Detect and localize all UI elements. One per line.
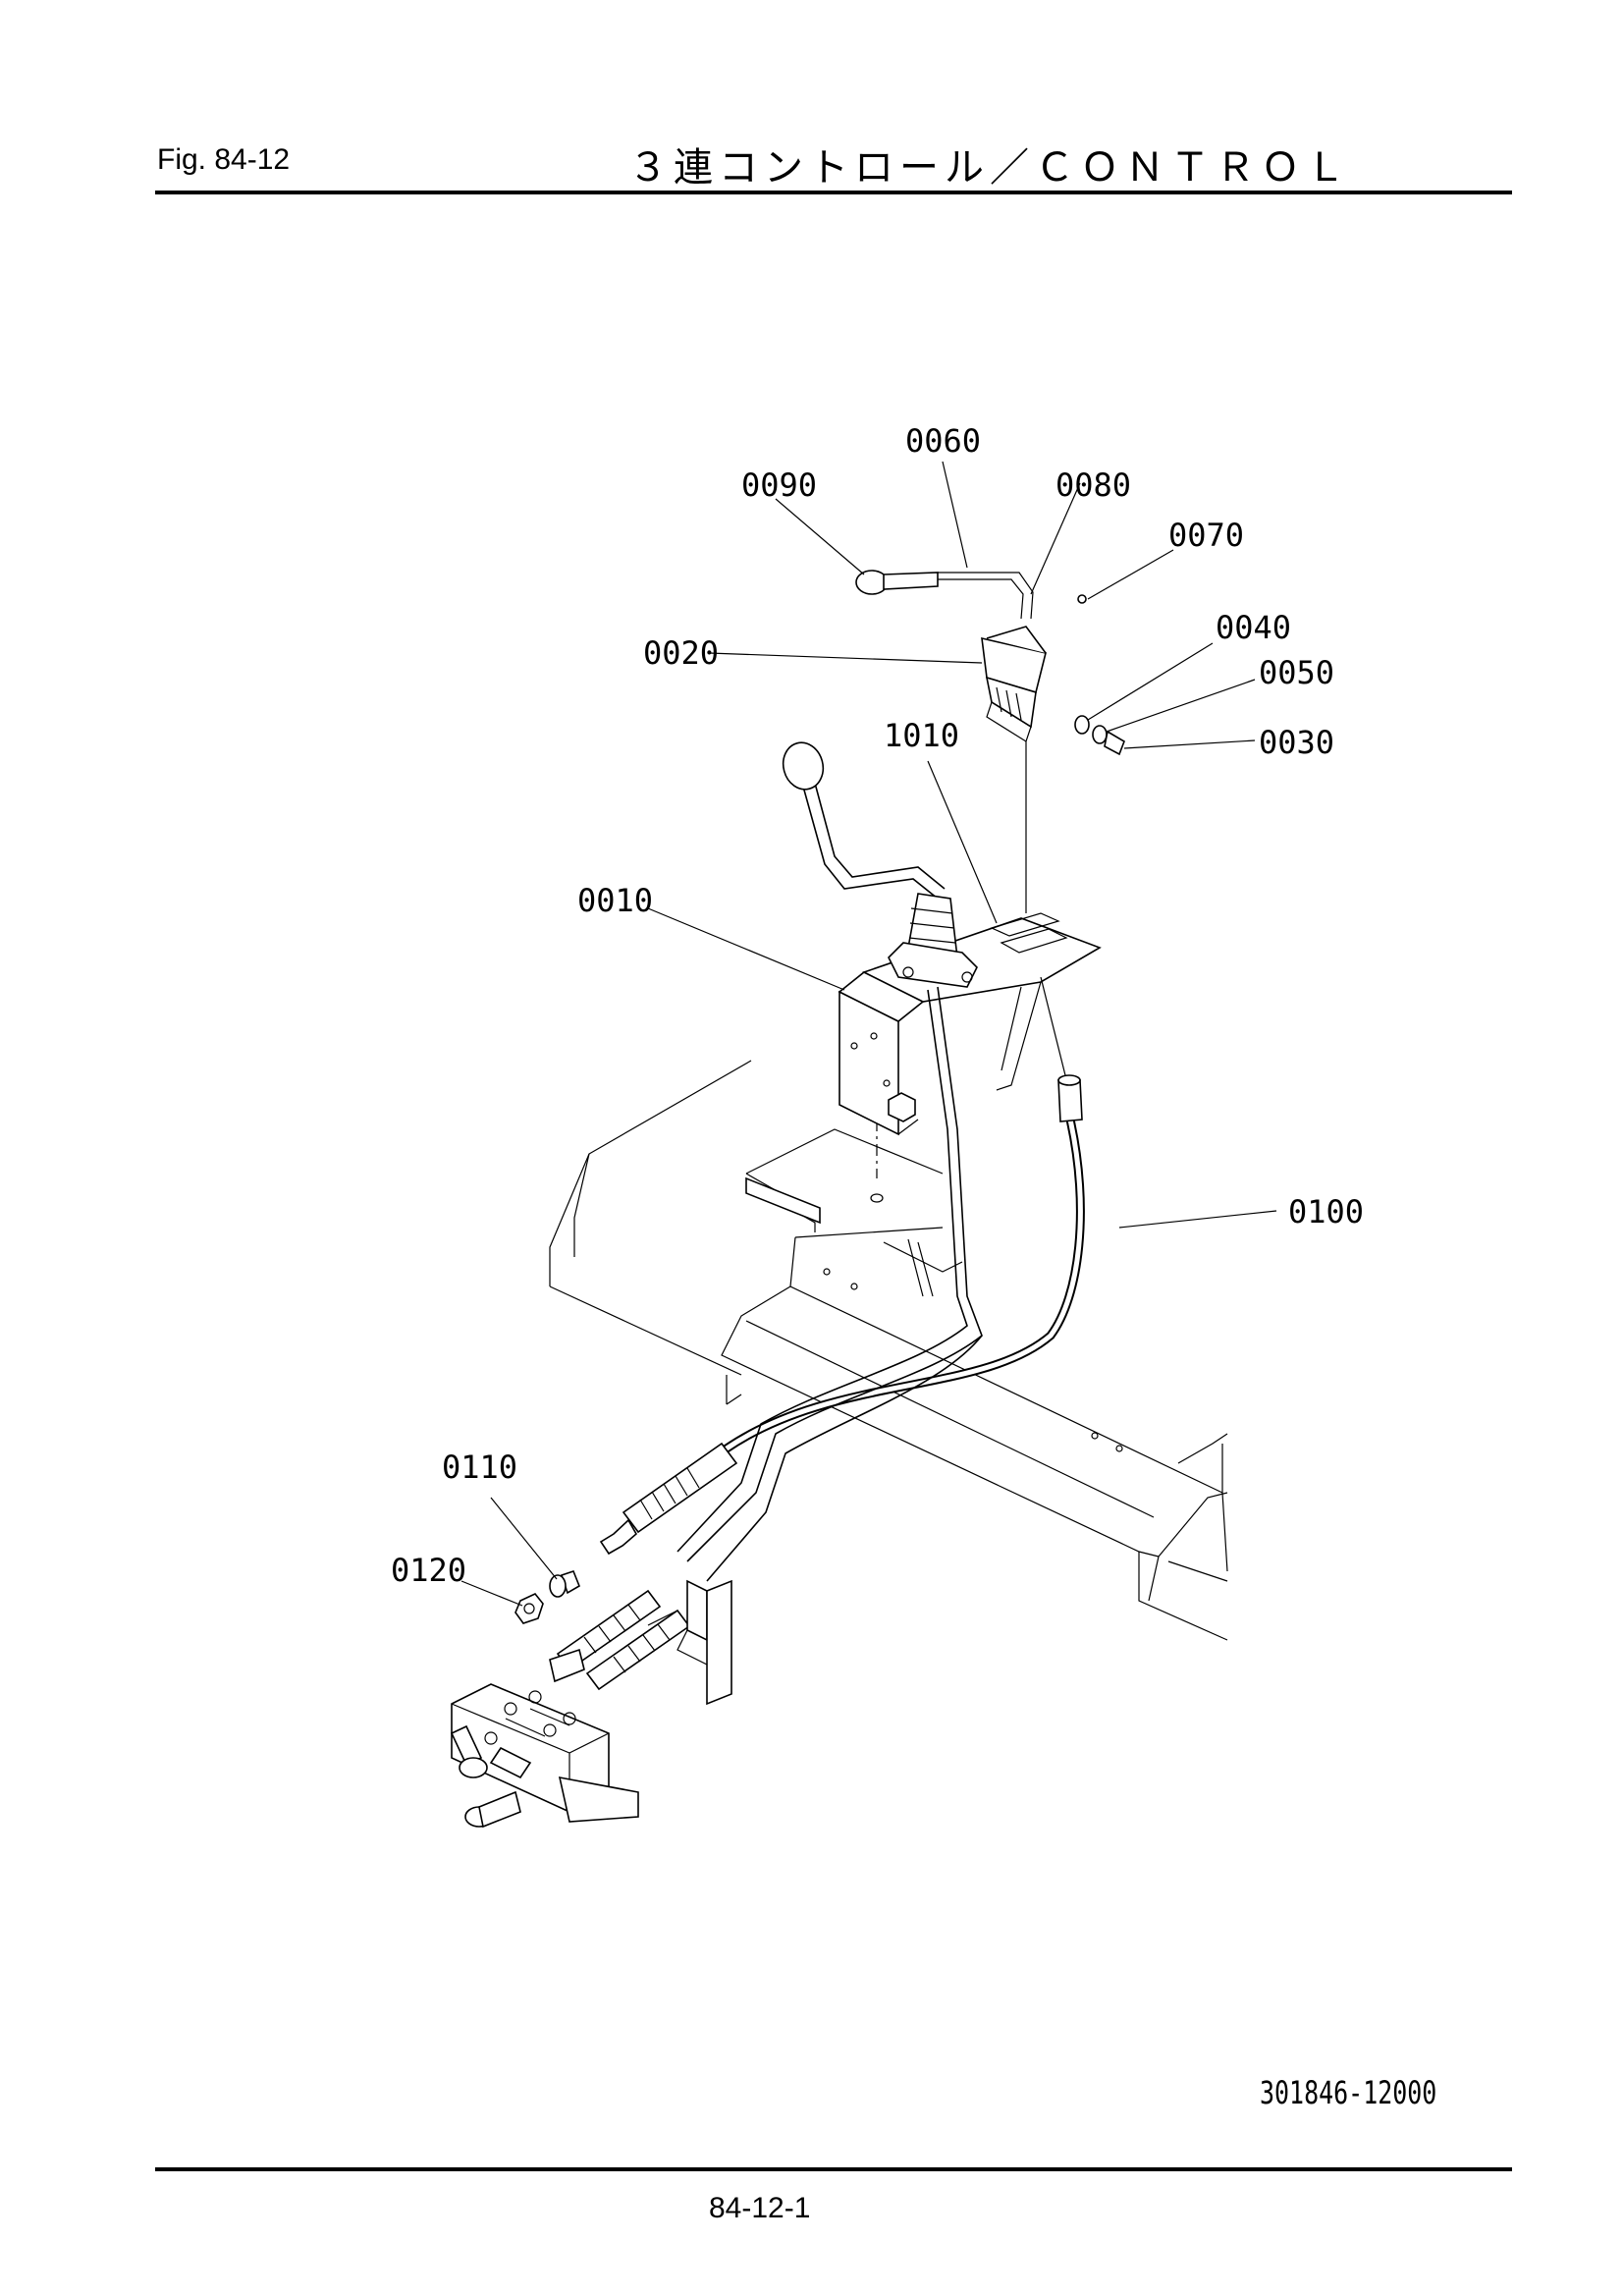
figure-title: ３連コントロール／ＣＯＮＴＲＯＬ <box>628 145 1351 191</box>
leader-lines <box>460 461 1277 1607</box>
machine-frame <box>549 1060 1228 1641</box>
callout-0010: 0010 <box>577 882 653 919</box>
figure-number: Fig. 84-12 <box>157 143 291 176</box>
cable-ends <box>514 1442 738 1691</box>
callout-0040: 0040 <box>1216 609 1291 646</box>
callout-0080: 0080 <box>1055 466 1131 504</box>
page-number: 84-12-1 <box>709 2192 811 2224</box>
callout-0020: 0020 <box>643 634 719 672</box>
callout-0030: 0030 <box>1259 724 1334 761</box>
callout-0060: 0060 <box>905 422 981 460</box>
callout-0090: 0090 <box>741 466 817 504</box>
joystick-lever <box>782 741 978 988</box>
header-rule <box>155 191 1512 194</box>
callout-labels: 0060 0090 0080 0070 0040 0050 0020 1010 … <box>391 422 1364 1589</box>
switch-box <box>855 570 1125 1096</box>
callout-0070: 0070 <box>1168 517 1244 554</box>
callout-0110: 0110 <box>442 1449 517 1486</box>
control-cables <box>676 986 1085 1582</box>
control-valve <box>450 1648 639 1829</box>
callout-1010: 1010 <box>884 717 959 754</box>
drawing-number: 301846-12000 <box>1260 2074 1437 2111</box>
callout-0050: 0050 <box>1259 654 1334 691</box>
callout-0100: 0100 <box>1288 1193 1364 1230</box>
callout-0120: 0120 <box>391 1552 466 1589</box>
footer-rule <box>155 2167 1512 2171</box>
cable-clamp <box>647 1579 732 1706</box>
